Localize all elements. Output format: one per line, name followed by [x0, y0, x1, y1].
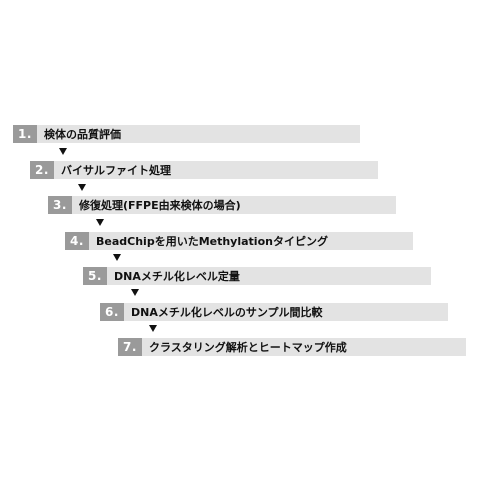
step-number: 2.	[30, 161, 54, 179]
step-number: 1.	[13, 125, 37, 143]
step-label: DNAメチル化レベルのサンプル間比較	[124, 303, 448, 321]
workflow-step-2: 2. バイサルファイト処理	[30, 161, 378, 179]
step-number: 5.	[83, 267, 107, 285]
step-label: 修復処理(FFPE由来検体の場合)	[72, 196, 396, 214]
down-arrow-icon	[149, 325, 157, 332]
down-arrow-icon	[96, 219, 104, 226]
step-label: BeadChipを用いたMethylationタイピング	[89, 232, 413, 250]
workflow-step-1: 1. 検体の品質評価	[13, 125, 360, 143]
workflow-step-7: 7. クラスタリング解析とヒートマップ作成	[118, 338, 466, 356]
step-number: 7.	[118, 338, 142, 356]
step-number: 3.	[48, 196, 72, 214]
workflow-step-3: 3. 修復処理(FFPE由来検体の場合)	[48, 196, 396, 214]
step-label: 検体の品質評価	[37, 125, 360, 143]
step-label: DNAメチル化レベル定量	[107, 267, 431, 285]
step-label: バイサルファイト処理	[54, 161, 378, 179]
workflow-step-5: 5. DNAメチル化レベル定量	[83, 267, 431, 285]
step-number: 6.	[100, 303, 124, 321]
workflow-step-6: 6. DNAメチル化レベルのサンプル間比較	[100, 303, 448, 321]
down-arrow-icon	[59, 148, 67, 155]
step-number: 4.	[65, 232, 89, 250]
down-arrow-icon	[113, 254, 121, 261]
down-arrow-icon	[78, 184, 86, 191]
down-arrow-icon	[131, 289, 139, 296]
workflow-step-4: 4. BeadChipを用いたMethylationタイピング	[65, 232, 413, 250]
step-label: クラスタリング解析とヒートマップ作成	[142, 338, 466, 356]
